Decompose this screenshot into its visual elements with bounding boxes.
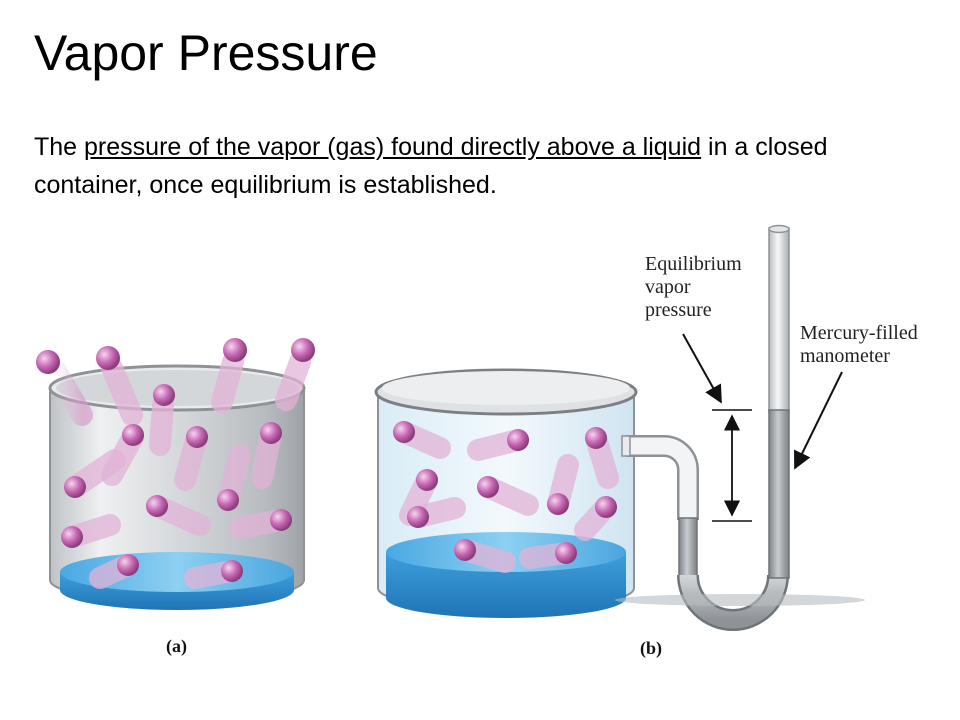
label-equilibrium-1: Equilibrium: [645, 253, 742, 275]
label-equilibrium-3: pressure: [645, 299, 712, 321]
molecule: [184, 560, 243, 589]
definition-suffix: in a closed container, once equilibrium …: [34, 133, 828, 199]
molecule: [574, 496, 617, 541]
definition-prefix: The: [34, 133, 85, 161]
manometer: [615, 224, 865, 631]
pressure-height-indicator: [712, 409, 752, 522]
molecule: [519, 542, 577, 569]
molecules-a: [36, 338, 315, 589]
molecule: [454, 539, 516, 573]
label-manometer-1: Mercury-filled: [800, 322, 918, 344]
molecule: [251, 422, 282, 489]
molecule: [146, 495, 211, 536]
molecule: [96, 346, 143, 426]
molecule: [174, 426, 208, 491]
manometer-leader-arrow: [794, 371, 843, 470]
molecules-b: [393, 421, 619, 573]
equilibrium-leader-arrow: [682, 333, 722, 404]
molecule: [64, 449, 126, 498]
molecule: [36, 350, 93, 426]
slide-title: Vapor Pressure: [34, 25, 378, 81]
definition-text: The pressure of the vapor (gas) found di…: [34, 128, 934, 204]
panel-label-b: (b): [640, 638, 662, 659]
molecule: [211, 338, 247, 413]
molecule: [61, 514, 121, 548]
molecule: [89, 554, 139, 589]
label-equilibrium-2: vapor: [645, 276, 691, 298]
definition-underlined: pressure of the vapor (gas) found direct…: [84, 133, 702, 161]
molecule: [217, 444, 251, 511]
molecule: [149, 384, 175, 456]
molecule: [393, 421, 451, 459]
molecule: [407, 497, 466, 528]
molecule: [585, 427, 619, 489]
molecule: [467, 429, 529, 461]
label-manometer-2: manometer: [800, 345, 890, 367]
panel-label-a: (a): [166, 636, 187, 657]
molecule: [477, 476, 539, 516]
molecule: [229, 509, 292, 539]
molecule: [547, 454, 579, 515]
molecule: [275, 338, 315, 411]
